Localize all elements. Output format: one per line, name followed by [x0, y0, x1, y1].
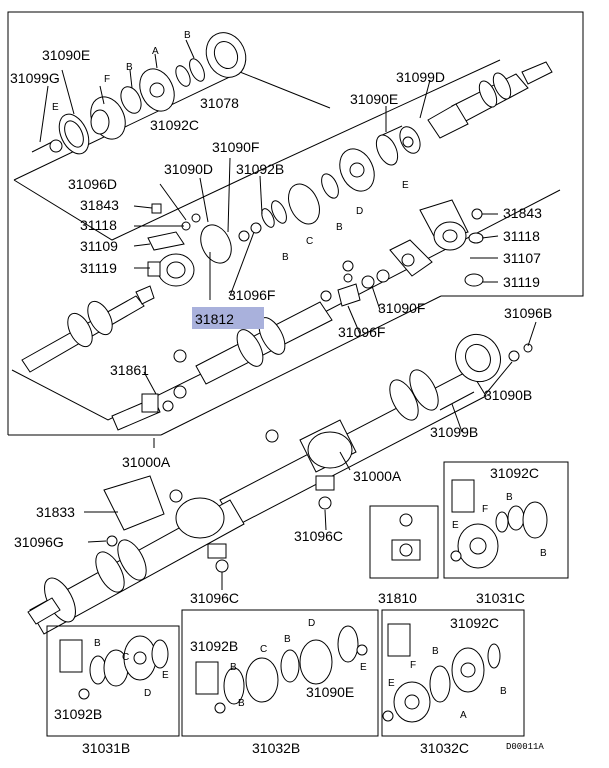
label-31812: 31812 [195, 311, 234, 327]
flange-assembly-top-left [31, 32, 247, 155]
label-31118-left: 31118 [80, 217, 117, 233]
label-31031C-B1: B [506, 492, 513, 503]
label-31090F-top: 31090F [212, 139, 259, 155]
label-31090F-right: 31090F [378, 300, 425, 316]
label-E-top: E [52, 102, 59, 113]
universal-joint-spider [391, 513, 421, 561]
shaft-front-left [27, 475, 245, 635]
center-bearing-left [21, 231, 195, 373]
label-31031C-E: E [452, 520, 459, 531]
label-31032B-B1: B [230, 662, 237, 673]
label-31096F-mid: 31096F [228, 287, 275, 303]
box-31032C-parts [382, 623, 501, 723]
label-C-mid: C [306, 236, 313, 247]
label-31031C: 31031C [476, 590, 525, 606]
label-31032C-B1: B [432, 646, 439, 657]
label-31032B-E: E [360, 662, 367, 673]
label-31031C-F: F [482, 504, 488, 515]
label-31096B: 31096B [504, 305, 552, 321]
label-31032B-B2: B [284, 634, 291, 645]
label-B-mid2: B [336, 222, 343, 233]
label-31078: 31078 [200, 95, 239, 111]
label-31861: 31861 [110, 362, 149, 378]
box-31031B-parts [59, 635, 169, 700]
label-31090D: 31090D [164, 161, 213, 177]
label-B-mid1: B [282, 252, 289, 263]
label-31031B-C: C [122, 652, 129, 663]
label-31031B-E: E [162, 670, 169, 681]
shaft-rear-right [219, 333, 533, 527]
box-31031C-parts [450, 479, 548, 569]
label-31118-right: 31118 [503, 228, 540, 244]
label-31032B-B3: B [238, 698, 245, 709]
label-31090B: 31090B [484, 387, 532, 403]
label-A-top: A [152, 46, 159, 57]
label-31119-right: 31119 [503, 274, 540, 290]
label-31096C-right: 31096C [294, 528, 343, 544]
label-31000A-left: 31000A [122, 454, 171, 470]
label-31090E-right: 31090E [350, 91, 398, 107]
label-31000A-right: 31000A [353, 468, 402, 484]
label-31032C-B2: B [500, 686, 507, 697]
label-31092B: 31092B [236, 161, 284, 177]
label-31032C-31092C: 31092C [450, 615, 499, 631]
label-E-right: E [402, 180, 409, 191]
label-D-mid: D [356, 206, 363, 217]
label-31031C-B2: B [540, 548, 547, 559]
label-B-top1: B [184, 30, 191, 41]
leader-lines [39, 39, 537, 590]
box-31032C [381, 609, 525, 737]
label-31843-right: 31843 [503, 205, 542, 221]
label-F-top: F [104, 74, 110, 85]
label-31032B: 31032B [252, 740, 300, 756]
label-31109: 31109 [80, 238, 118, 254]
label-31833: 31833 [36, 504, 75, 520]
label-31096D: 31096D [68, 176, 117, 192]
label-31099G: 31099G [10, 70, 60, 86]
label-31032C-A: A [460, 710, 467, 721]
label-31096G: 31096G [14, 534, 64, 550]
label-31032C-F: F [410, 660, 416, 671]
label-31099B: 31099B [430, 424, 478, 440]
label-31096C-left: 31096C [190, 590, 239, 606]
box-31810 [369, 505, 439, 579]
center-bearing-right [320, 199, 484, 307]
label-31032B-31092B: 31092B [190, 638, 238, 654]
box-31032B [181, 609, 379, 737]
label-31031B-31092B: 31092B [54, 706, 102, 722]
box-31032B-parts [195, 625, 368, 714]
top-panel-frame [7, 11, 584, 435]
label-31090E-top: 31090E [42, 47, 90, 63]
label-31032C: 31032C [420, 740, 469, 756]
part-31812-highlight [192, 307, 264, 329]
label-31843-left: 31843 [80, 197, 119, 213]
label-31032B-C: C [260, 644, 267, 655]
label-31099D: 31099D [396, 69, 445, 85]
label-31031C-31092C: 31092C [490, 465, 539, 481]
label-31032C-E: E [388, 678, 395, 689]
label-31107: 31107 [503, 250, 541, 266]
shaft-top-right [151, 61, 553, 264]
label-31096F-right: 31096F [338, 324, 385, 340]
label-31119-left: 31119 [80, 260, 117, 276]
label-B-top2: B [126, 62, 133, 73]
label-31031B-D: D [144, 688, 151, 699]
label-31032B-D: D [308, 618, 315, 629]
label-31032B-31090E: 31090E [306, 684, 354, 700]
label-31031B-B: B [94, 638, 101, 649]
label-31092C-top: 31092C [150, 117, 199, 133]
group-guide-middle [13, 59, 501, 241]
figure-code: D00011A [506, 742, 544, 752]
label-31031B: 31031B [82, 740, 130, 756]
box-31031C [443, 461, 569, 579]
label-31810: 31810 [378, 590, 417, 606]
box-31031B [46, 625, 180, 737]
shaft-31812 [111, 301, 333, 431]
